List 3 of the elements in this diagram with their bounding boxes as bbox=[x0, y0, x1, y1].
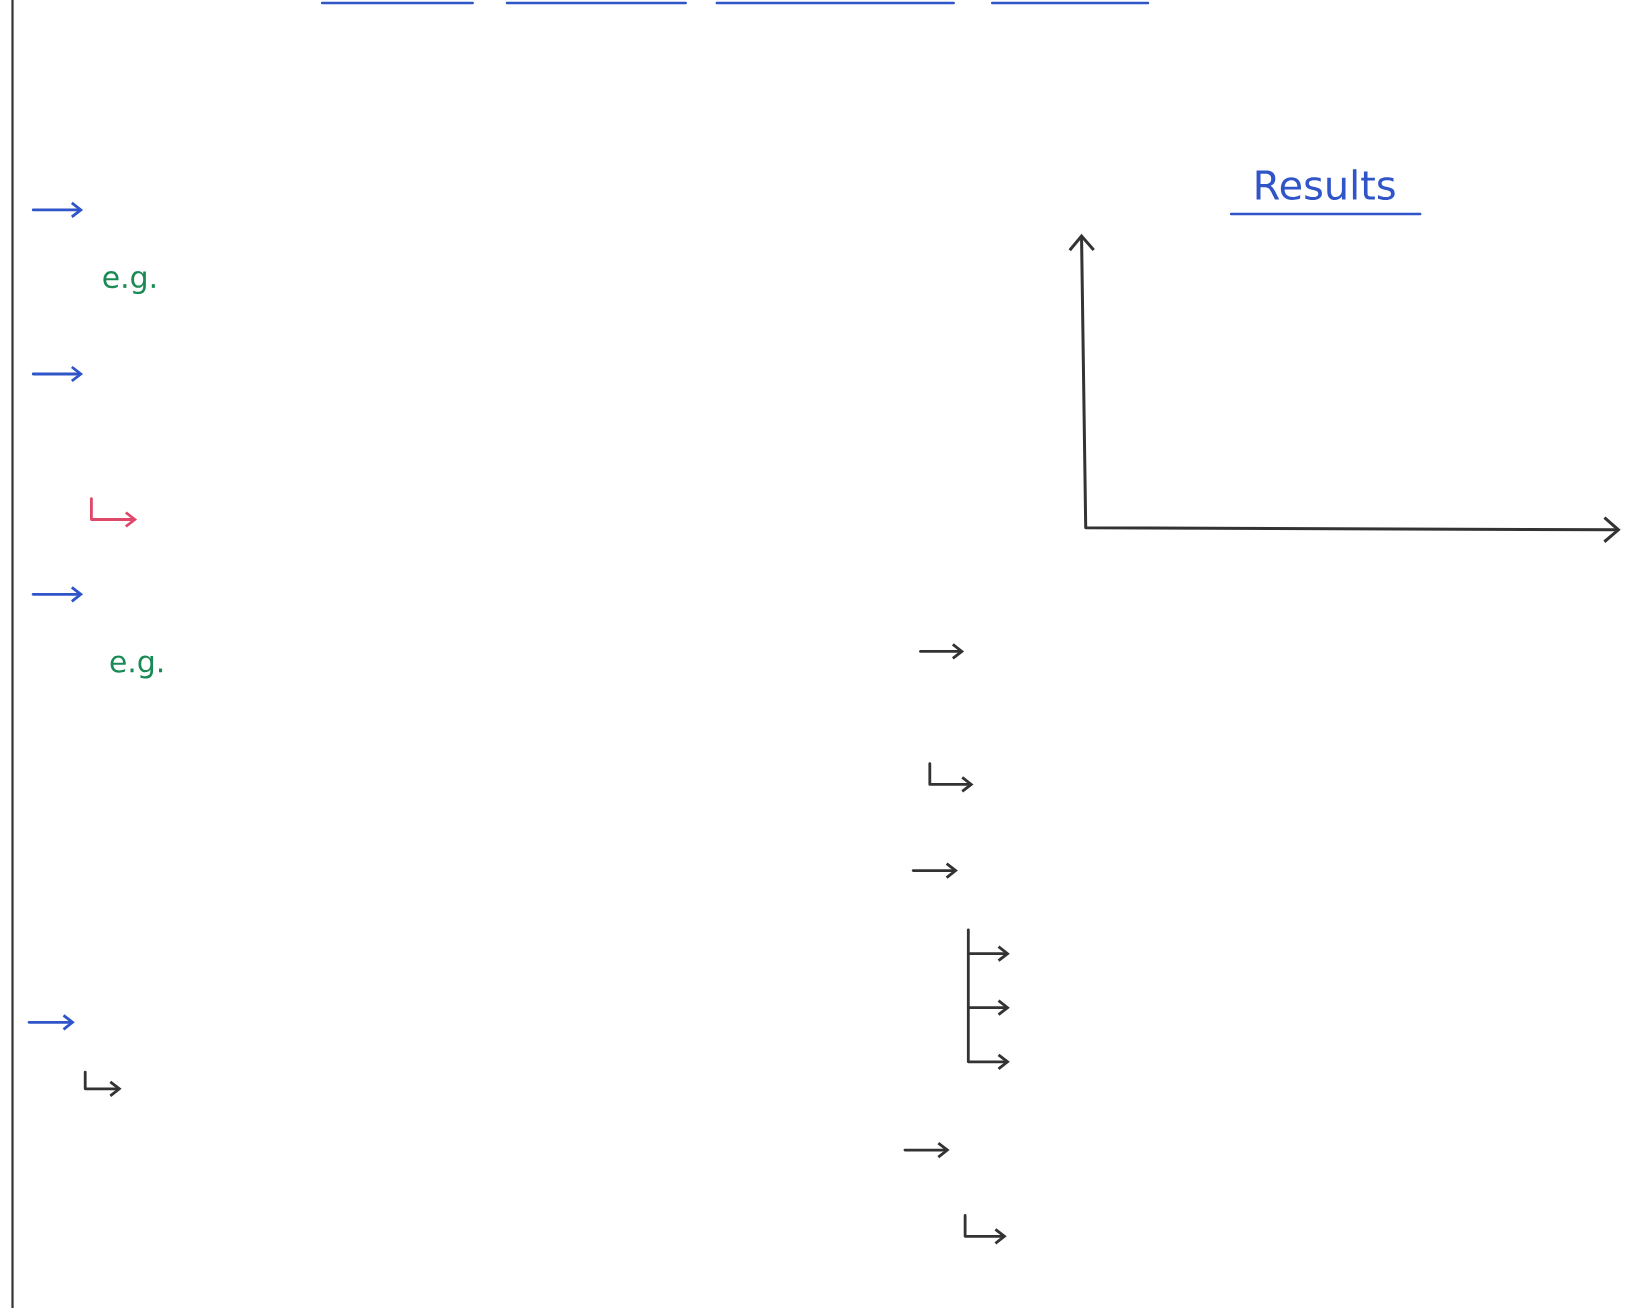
heading: Results bbox=[1229, 169, 1422, 216]
example-label: e.g. bbox=[103, 271, 155, 295]
example-label: e.g. bbox=[110, 655, 163, 679]
